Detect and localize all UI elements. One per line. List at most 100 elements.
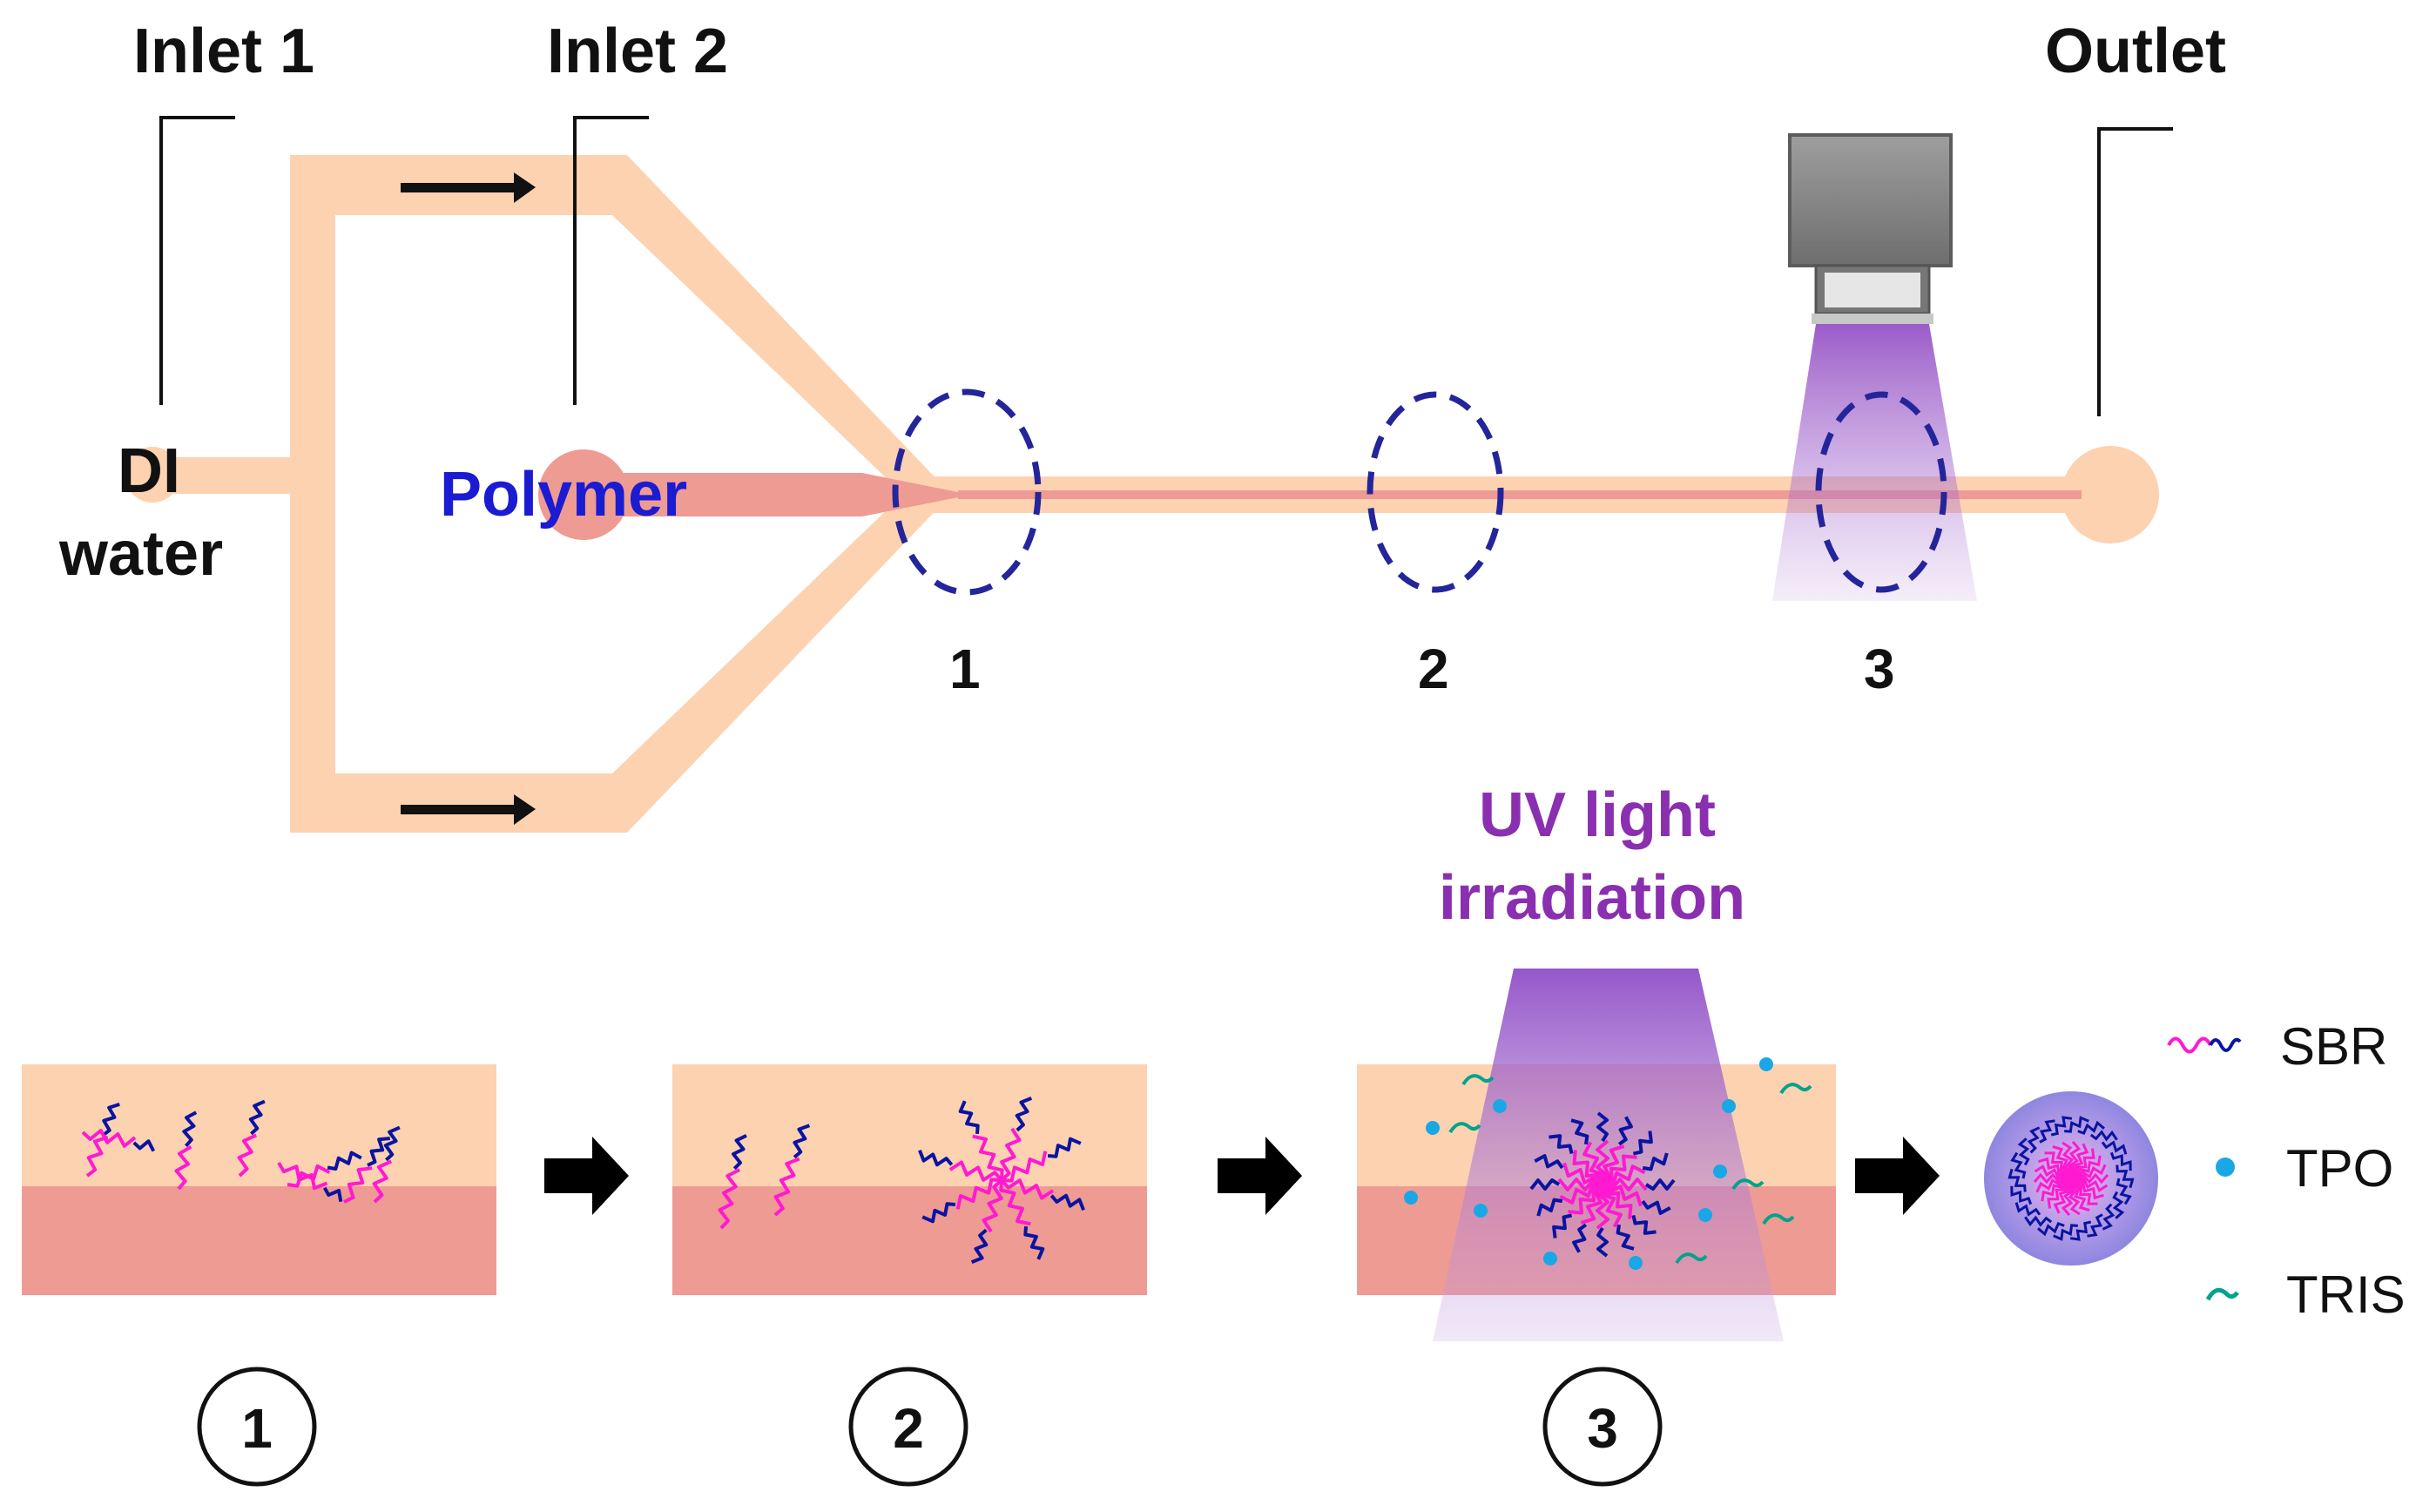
step-1-chain-block — [132, 1139, 156, 1152]
uv-label-line2: irradiation — [1439, 863, 1745, 933]
step-3-arm-block — [1529, 1178, 1561, 1191]
zone-number-2: 2 — [1418, 638, 1449, 700]
step-2-chain — [773, 1157, 800, 1217]
inlet1-label: Inlet 1 — [133, 17, 314, 86]
micelle-particle — [1984, 1091, 2158, 1266]
legend: SBR TPO TRIS — [2167, 1017, 2406, 1324]
micelle-shell-chain — [2027, 1126, 2041, 1154]
step-badge-2: 2 — [848, 1367, 968, 1487]
tpo-molecule — [1759, 1057, 1773, 1071]
micelle-shell-chain — [2087, 1213, 2103, 1238]
step-badge-3: 3 — [1542, 1367, 1663, 1487]
svg-text:1: 1 — [241, 1397, 273, 1460]
step-3-arm-block — [1616, 1224, 1635, 1251]
step-3-arm — [1562, 1162, 1604, 1186]
step-3-arm-block — [1641, 1199, 1671, 1215]
step-badge-1: 1 — [197, 1367, 317, 1487]
step-2-star-arm-block — [1047, 1137, 1082, 1158]
inlet1-stub — [152, 457, 309, 494]
step-3-arm-block — [1642, 1152, 1669, 1171]
step-3-arm — [1601, 1183, 1643, 1207]
micelle-shell-chain — [2077, 1120, 2105, 1135]
svg-text:TRIS: TRIS — [2286, 1266, 2406, 1324]
tpo-molecule — [1493, 1099, 1507, 1113]
micelle-shell-chain — [2010, 1185, 2033, 1205]
step-3-arm-block — [1596, 1111, 1609, 1143]
step-2-sbr-chains — [718, 1097, 1085, 1264]
micelle-shell-chain — [2017, 1137, 2030, 1166]
micelle-shell-chain — [2115, 1164, 2135, 1189]
zone-ring-2 — [1366, 391, 1504, 593]
step-2-star-arm — [955, 1178, 1002, 1210]
tris-molecule — [1779, 1083, 1812, 1095]
step-2-star-arm — [982, 1178, 1003, 1233]
micelle-shell-chain — [2024, 1215, 2053, 1227]
tpo-molecule — [1474, 1204, 1488, 1218]
step-3-arm — [1596, 1183, 1609, 1230]
step-3-arm-block — [1572, 1223, 1588, 1253]
micelle-shell-chain — [2053, 1224, 2078, 1241]
zone-number-1: 1 — [949, 638, 981, 700]
step-2-panel — [672, 1064, 1147, 1295]
step-3-arm-block — [1570, 1118, 1589, 1145]
step-1-chain-block — [248, 1099, 266, 1136]
tris-hook-icon — [2205, 1287, 2239, 1301]
micelle-shell-chain — [2064, 1116, 2089, 1133]
step-3-arm-block — [1536, 1198, 1563, 1217]
step-1-chain-block — [322, 1186, 343, 1203]
step-3-arm — [1599, 1184, 1623, 1228]
tpo-molecule — [1404, 1191, 1418, 1205]
step-3-arm — [1568, 1183, 1603, 1215]
inlet1-leader — [159, 116, 235, 405]
step-3-arm — [1601, 1178, 1648, 1191]
step-2-star-arm — [972, 1134, 1004, 1181]
micelle-shell-chain — [2069, 1220, 2092, 1241]
process-steps: UV light irradiation 1 2 3 — [22, 780, 2158, 1487]
polymer-focusing-taper — [862, 473, 958, 516]
step-2-star-arm — [1000, 1127, 1022, 1182]
svg-text:SBR: SBR — [2280, 1017, 2387, 1076]
step-3-arm — [1557, 1178, 1604, 1191]
step-3-arm — [1582, 1141, 1606, 1185]
step-2-star-arm-block — [921, 1202, 956, 1224]
micelle-shell-chain — [2008, 1168, 2027, 1192]
step-3-arm — [1602, 1154, 1637, 1186]
step-2-star-arm — [948, 1160, 1003, 1182]
step-3-arm — [1572, 1150, 1604, 1185]
step-2-star-arm-block — [958, 1100, 980, 1135]
step-3-arm — [1601, 1184, 1633, 1219]
step-1-chain-block — [327, 1151, 362, 1171]
step-1-panel — [22, 1064, 496, 1295]
micelle-shell-chain — [2102, 1203, 2115, 1231]
step-2-chain-block — [793, 1124, 811, 1159]
lamp-housing — [1788, 133, 1953, 267]
zone-ring-1 — [892, 388, 1042, 596]
tpo-molecule — [1629, 1256, 1643, 1270]
step-1-chain — [343, 1166, 373, 1204]
step-1-chain-block — [383, 1125, 401, 1162]
step-3-arm-block — [1644, 1178, 1676, 1191]
tpo-molecule — [1698, 1208, 1712, 1222]
lamp-rim — [1812, 314, 1933, 324]
inlet2-leader — [573, 116, 649, 405]
svg-text:2: 2 — [893, 1397, 924, 1460]
sbr-chain-icon — [2167, 1036, 2212, 1054]
step-3-arm-block — [1534, 1154, 1564, 1170]
outlet-reservoir — [2061, 446, 2159, 543]
micelle-shell-chain — [2089, 1130, 2118, 1142]
step-3-arm-block — [1617, 1116, 1633, 1146]
step-3-arm-block — [1552, 1213, 1573, 1239]
legend-item-tris: TRIS — [2205, 1266, 2406, 1324]
legend-item-sbr: SBR — [2167, 1017, 2387, 1076]
tris-molecule — [1731, 1178, 1765, 1191]
micelle-shell-chain — [2050, 1116, 2073, 1137]
step-3-arm-block — [1549, 1134, 1574, 1155]
flow-arrow-top — [401, 172, 536, 203]
micelle-shell-chain — [2115, 1178, 2132, 1205]
step-1-chain-block — [367, 1137, 391, 1167]
uv-lamp — [1788, 133, 1953, 324]
uv-beam-top — [1772, 324, 1977, 601]
step-1-chain — [85, 1135, 109, 1178]
